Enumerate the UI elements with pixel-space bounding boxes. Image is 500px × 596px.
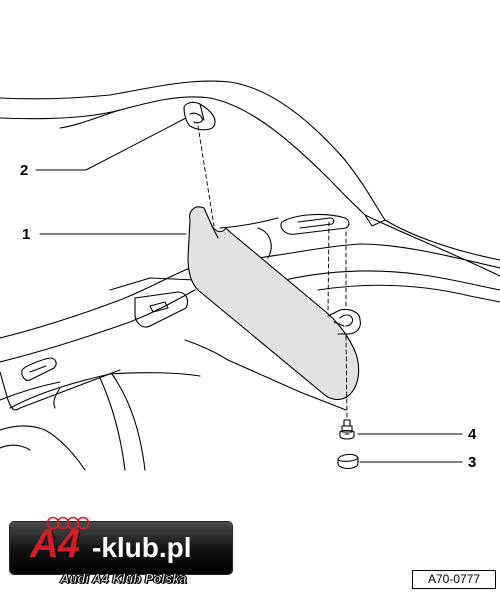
roof-headliner bbox=[0, 80, 500, 303]
callout-2: 2 bbox=[20, 162, 29, 179]
callout-1: 1 bbox=[22, 226, 31, 243]
sun-visor bbox=[187, 206, 360, 401]
screw bbox=[339, 419, 355, 440]
assembly-lines bbox=[197, 125, 348, 421]
figure-reference-code: A70-0777 bbox=[412, 570, 496, 589]
visor-bearing-bracket bbox=[327, 308, 361, 335]
visor-clip bbox=[183, 101, 216, 131]
logo-subtitle: Audi A4 Klub Polska bbox=[60, 571, 187, 586]
a4-klub-logo: A4 -klub.pl Audi A4 Klub Polska bbox=[0, 512, 240, 596]
callout-4: 4 bbox=[468, 426, 477, 443]
logo-a4-text: A4 bbox=[30, 522, 80, 566]
leader-lines bbox=[35, 117, 463, 463]
callout-3: 3 bbox=[468, 454, 477, 471]
door-frame bbox=[0, 267, 347, 471]
center-mount bbox=[280, 214, 350, 235]
audi-rings-icon bbox=[46, 516, 90, 530]
handle-pocket bbox=[134, 291, 189, 328]
courtesy-light bbox=[21, 357, 57, 381]
cap bbox=[337, 453, 359, 470]
logo-domain-text: -klub.pl bbox=[92, 532, 192, 563]
logo-badge bbox=[10, 522, 232, 574]
